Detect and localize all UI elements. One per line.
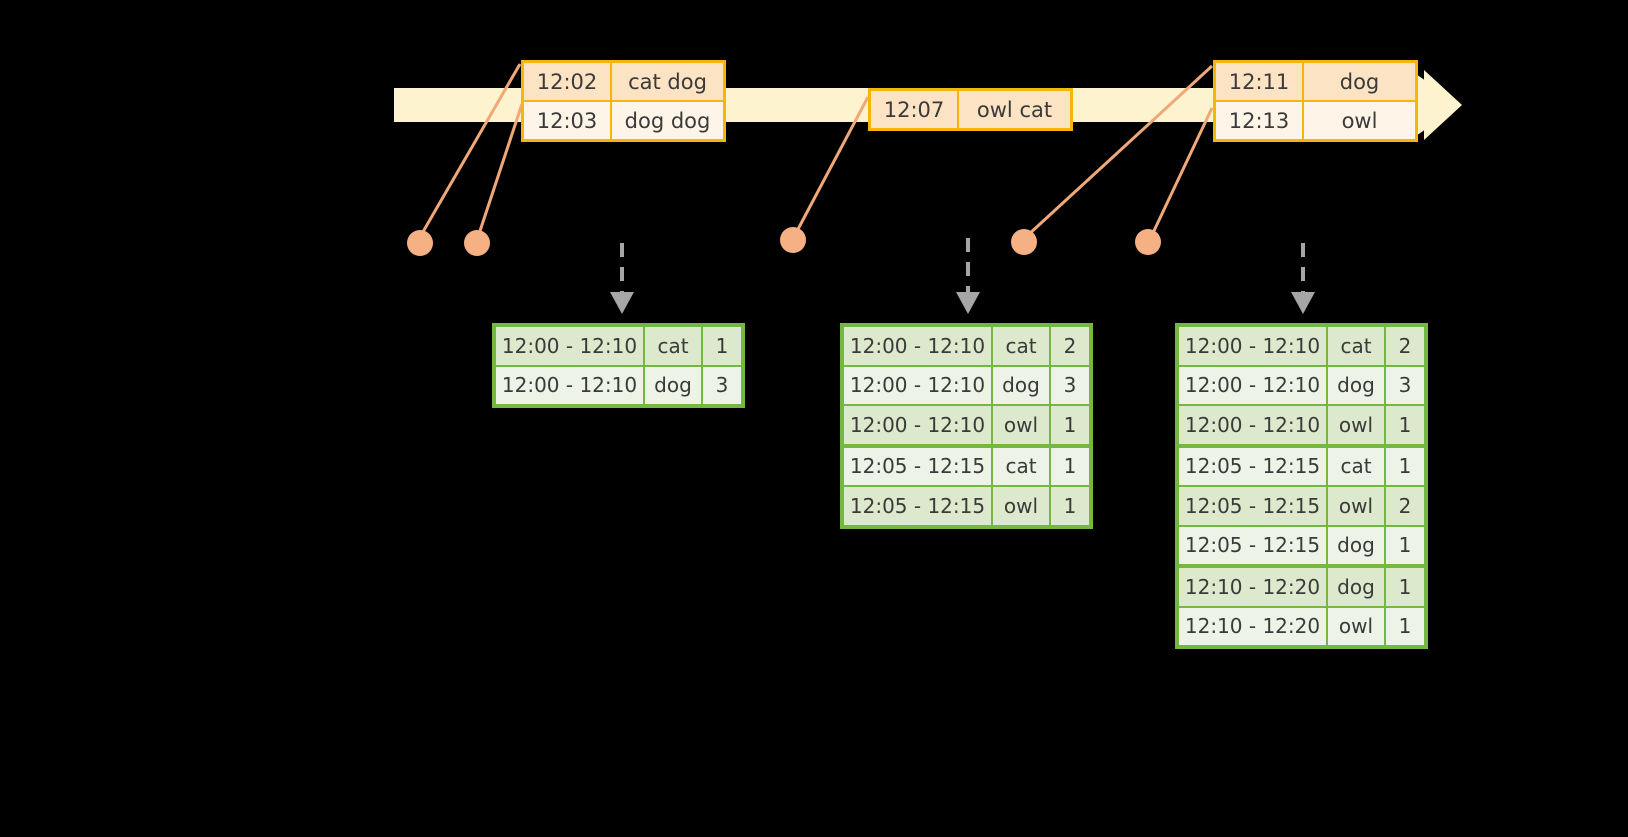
key-cell: owl xyxy=(1326,487,1384,525)
key-cell: cat xyxy=(1326,447,1384,485)
table-row[interactable]: 12:05 - 12:15 owl 1 xyxy=(844,485,1089,525)
event-words: owl cat xyxy=(957,91,1070,128)
table-row[interactable]: 12:00 - 12:10 cat 1 xyxy=(496,327,741,365)
event-row[interactable]: 12:11 dog xyxy=(1216,63,1415,100)
table-row[interactable]: 12:00 - 12:10 dog 3 xyxy=(844,364,1089,404)
count-cell: 3 xyxy=(701,366,741,404)
count-cell: 2 xyxy=(1384,487,1424,525)
key-cell: cat xyxy=(991,447,1049,485)
connector-line-3 xyxy=(780,96,870,253)
window-cell: 12:00 - 12:10 xyxy=(1179,327,1326,365)
table-row[interactable]: 12:05 - 12:15 owl 2 xyxy=(1179,485,1424,525)
event-words: owl xyxy=(1302,102,1415,139)
result-table-3[interactable]: 12:00 - 12:10 cat 2 12:00 - 12:10 dog 3 … xyxy=(1175,323,1428,649)
key-cell: owl xyxy=(1326,406,1384,444)
count-cell: 2 xyxy=(1049,327,1089,365)
event-words: cat dog xyxy=(610,63,723,100)
connector-line-2 xyxy=(464,103,524,256)
key-cell: dog xyxy=(643,366,701,404)
event-time: 12:11 xyxy=(1216,63,1302,100)
event-group-1[interactable]: 12:02 cat dog 12:03 dog dog xyxy=(521,60,726,142)
count-cell: 3 xyxy=(1049,366,1089,404)
window-cell: 12:00 - 12:10 xyxy=(496,327,643,365)
dashed-arrow-2 xyxy=(956,238,980,314)
window-cell: 12:05 - 12:15 xyxy=(1179,487,1326,525)
count-cell: 3 xyxy=(1384,366,1424,404)
event-time: 12:02 xyxy=(524,63,610,100)
table-row[interactable]: 12:05 - 12:15 cat 1 xyxy=(1179,443,1424,485)
event-words: dog xyxy=(1302,63,1415,100)
table-row[interactable]: 12:10 - 12:20 dog 1 xyxy=(1179,564,1424,606)
event-row[interactable]: 12:07 owl cat xyxy=(871,91,1070,128)
dashed-arrow-3 xyxy=(1291,243,1315,314)
window-cell: 12:05 - 12:15 xyxy=(1179,526,1326,564)
window-cell: 12:05 - 12:15 xyxy=(844,447,991,485)
key-cell: owl xyxy=(991,406,1049,444)
table-row[interactable]: 12:00 - 12:10 cat 2 xyxy=(844,327,1089,365)
dashed-arrow-1 xyxy=(610,243,634,314)
event-row[interactable]: 12:03 dog dog xyxy=(524,100,723,139)
connector-line-5 xyxy=(1135,107,1214,255)
table-row[interactable]: 12:00 - 12:10 owl 1 xyxy=(1179,404,1424,444)
count-cell: 1 xyxy=(1384,447,1424,485)
event-group-3[interactable]: 12:11 dog 12:13 owl xyxy=(1213,60,1418,142)
event-group-2[interactable]: 12:07 owl cat xyxy=(868,88,1073,131)
connector-line-1 xyxy=(407,63,522,256)
table-row[interactable]: 12:00 - 12:10 owl 1 xyxy=(844,404,1089,444)
event-words: dog dog xyxy=(610,102,723,139)
key-cell: dog xyxy=(991,366,1049,404)
table-row[interactable]: 12:10 - 12:20 owl 1 xyxy=(1179,605,1424,645)
event-time: 12:07 xyxy=(871,91,957,128)
window-cell: 12:00 - 12:10 xyxy=(844,366,991,404)
count-cell: 1 xyxy=(701,327,741,365)
table-row[interactable]: 12:00 - 12:10 dog 3 xyxy=(1179,364,1424,404)
count-cell: 1 xyxy=(1384,568,1424,606)
result-table-1[interactable]: 12:00 - 12:10 cat 1 12:00 - 12:10 dog 3 xyxy=(492,323,745,408)
count-cell: 2 xyxy=(1384,327,1424,365)
count-cell: 1 xyxy=(1384,406,1424,444)
table-row[interactable]: 12:00 - 12:10 dog 3 xyxy=(496,364,741,404)
table-row[interactable]: 12:05 - 12:15 dog 1 xyxy=(1179,524,1424,564)
count-cell: 1 xyxy=(1049,487,1089,525)
event-row[interactable]: 12:02 cat dog xyxy=(524,63,723,100)
window-cell: 12:00 - 12:10 xyxy=(844,327,991,365)
key-cell: owl xyxy=(991,487,1049,525)
count-cell: 1 xyxy=(1049,447,1089,485)
key-cell: owl xyxy=(1326,607,1384,645)
count-cell: 1 xyxy=(1384,607,1424,645)
result-table-2[interactable]: 12:00 - 12:10 cat 2 12:00 - 12:10 dog 3 … xyxy=(840,323,1093,529)
key-cell: dog xyxy=(1326,568,1384,606)
window-cell: 12:10 - 12:20 xyxy=(1179,568,1326,606)
count-cell: 1 xyxy=(1384,526,1424,564)
window-cell: 12:00 - 12:10 xyxy=(1179,406,1326,444)
window-cell: 12:00 - 12:10 xyxy=(496,366,643,404)
window-cell: 12:05 - 12:15 xyxy=(1179,447,1326,485)
key-cell: dog xyxy=(1326,526,1384,564)
window-cell: 12:05 - 12:15 xyxy=(844,487,991,525)
count-cell: 1 xyxy=(1049,406,1089,444)
table-row[interactable]: 12:00 - 12:10 cat 2 xyxy=(1179,327,1424,365)
key-cell: cat xyxy=(643,327,701,365)
key-cell: cat xyxy=(1326,327,1384,365)
event-time: 12:03 xyxy=(524,102,610,139)
event-time: 12:13 xyxy=(1216,102,1302,139)
window-cell: 12:00 - 12:10 xyxy=(1179,366,1326,404)
key-cell: cat xyxy=(991,327,1049,365)
key-cell: dog xyxy=(1326,366,1384,404)
window-cell: 12:10 - 12:20 xyxy=(1179,607,1326,645)
table-row[interactable]: 12:05 - 12:15 cat 1 xyxy=(844,443,1089,485)
window-cell: 12:00 - 12:10 xyxy=(844,406,991,444)
event-row[interactable]: 12:13 owl xyxy=(1216,100,1415,139)
